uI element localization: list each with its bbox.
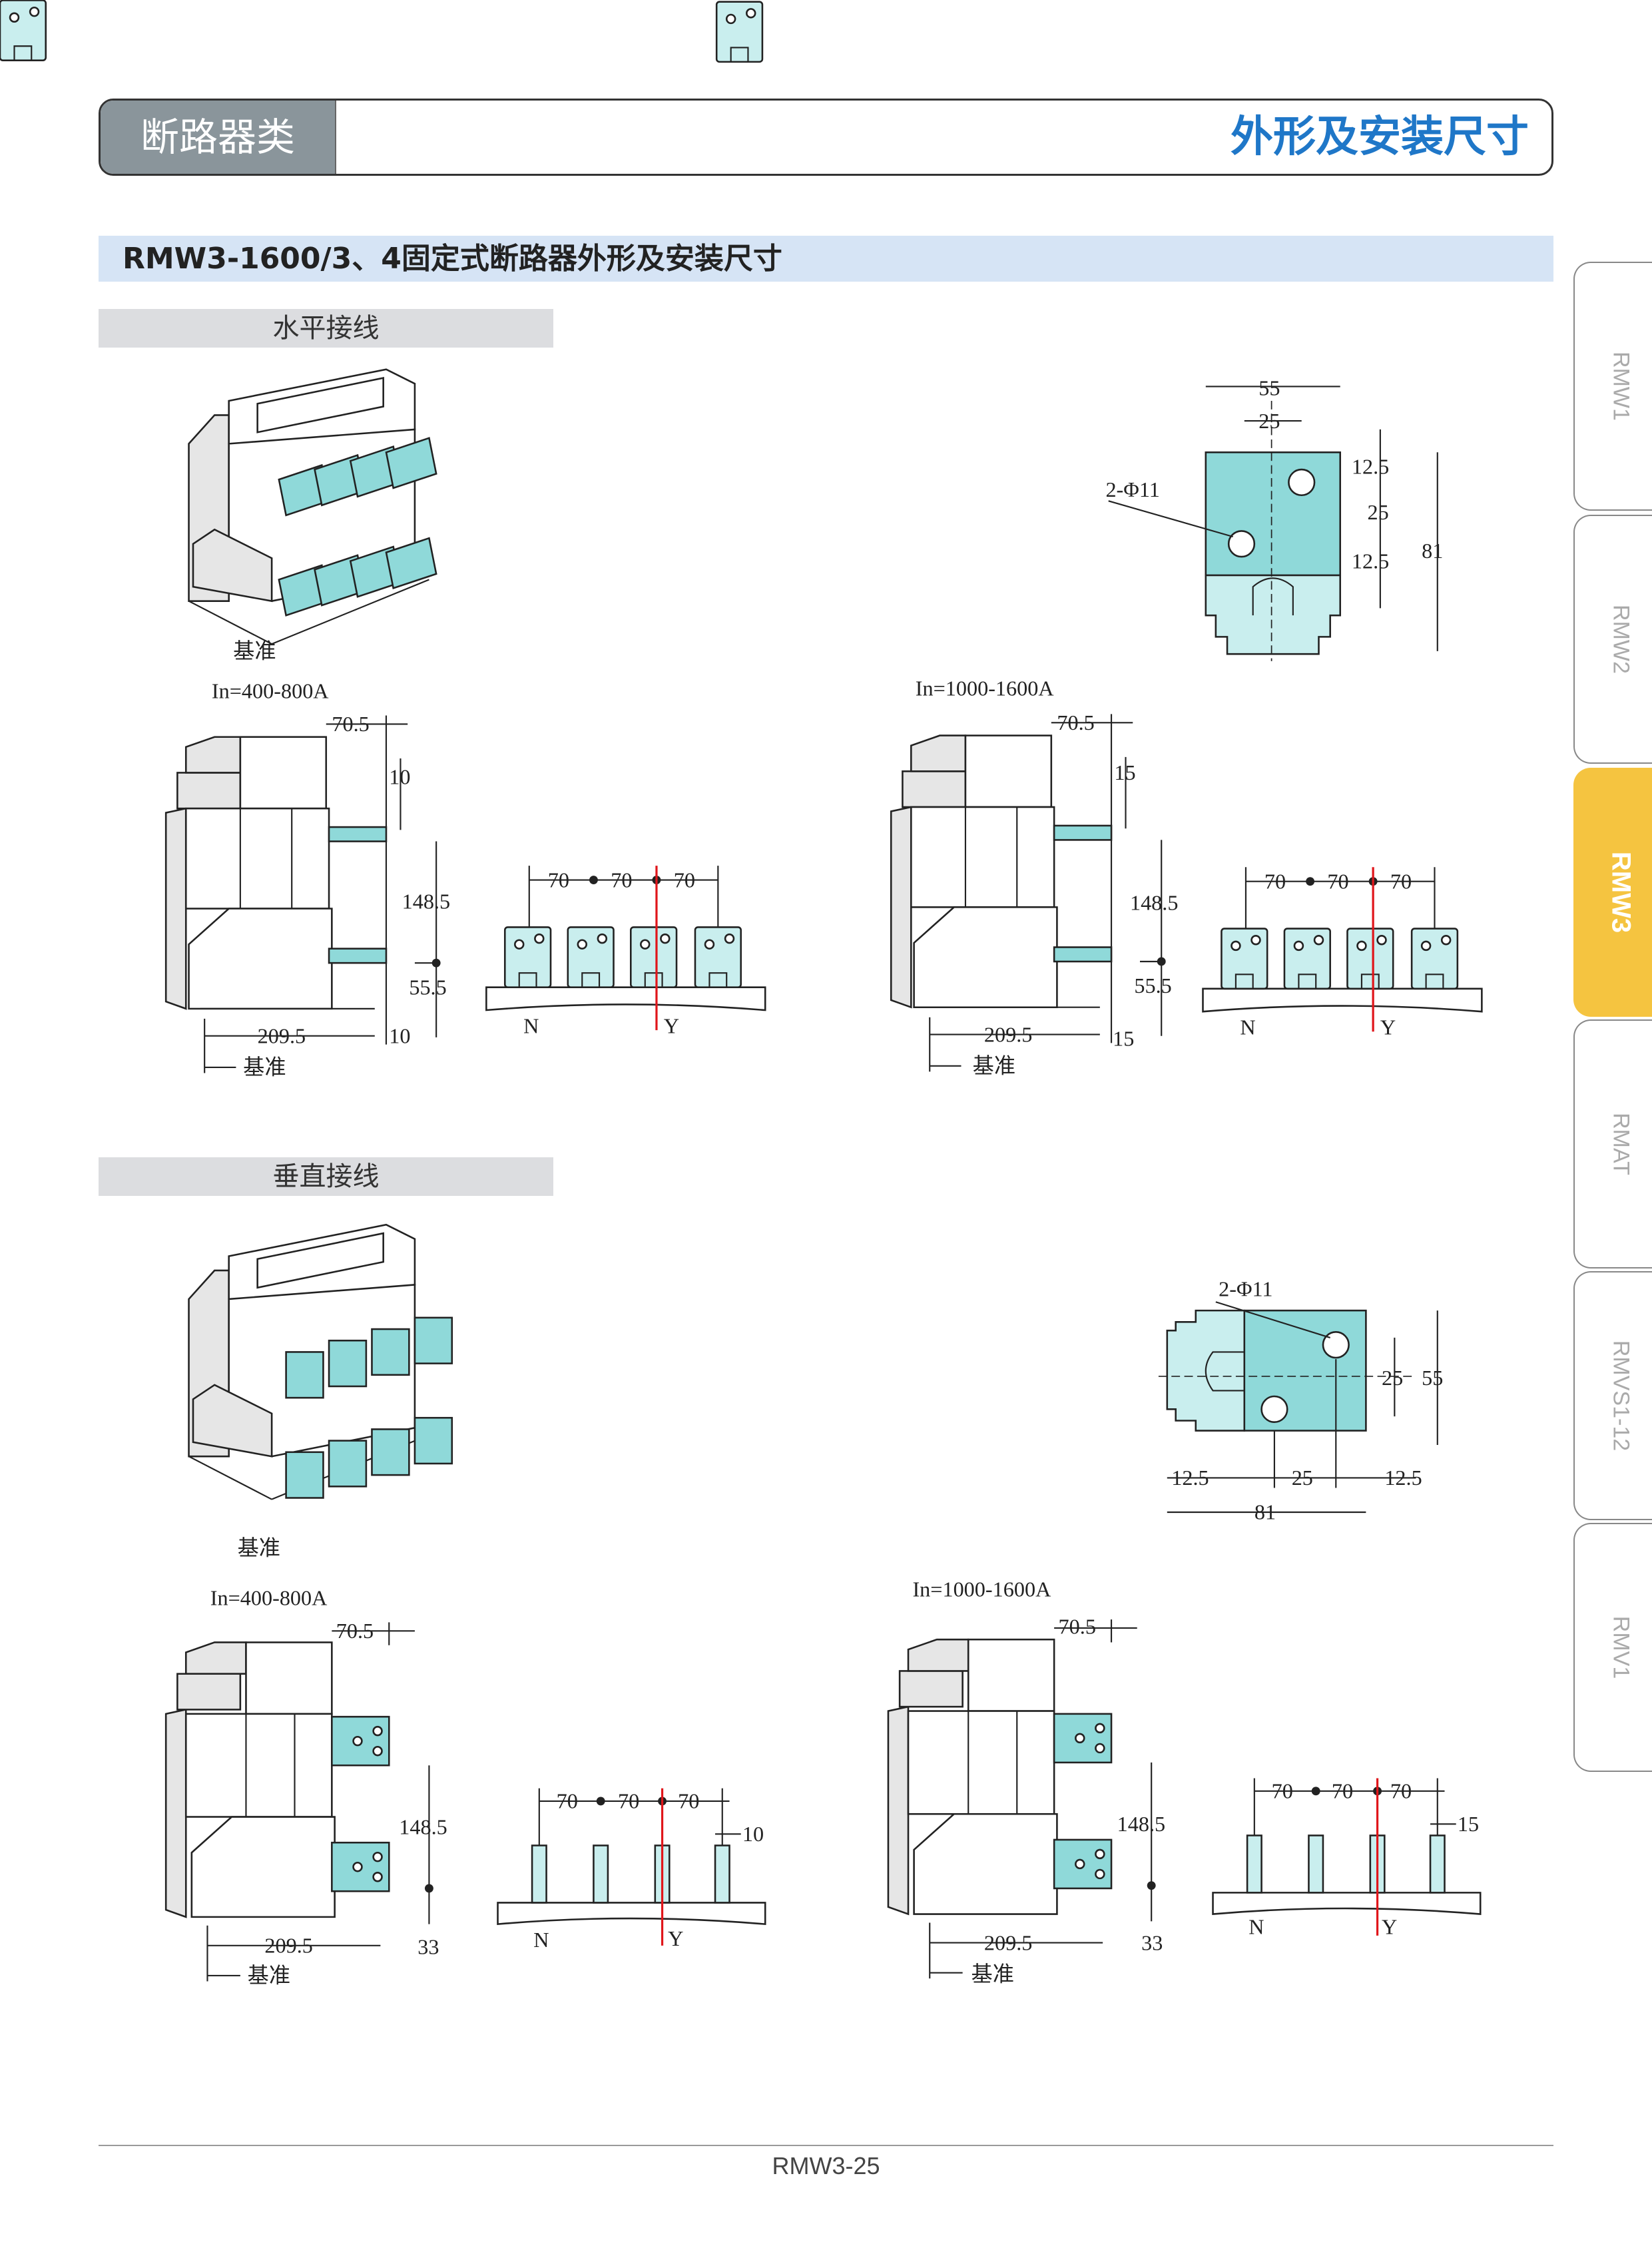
side-tab-rmv1[interactable]: RMV1: [1573, 1523, 1652, 1772]
footer-divider: [99, 2145, 1553, 2146]
range-label: In=400-800A: [212, 679, 329, 703]
dim-55-5: 55.5: [1134, 974, 1171, 997]
side-view-horizontal-400-800: In=400-800A 70.5 10 148.5 55.5 209.5 10 …: [164, 679, 451, 1079]
dim-thickness: 10: [742, 1822, 764, 1846]
side-view-horizontal-1000-1600: In=1000-1600A 70.5 15 148.5 55.5 209.5 1…: [890, 676, 1179, 1078]
dim-top: 10: [389, 765, 410, 789]
dim-bot: 15: [1113, 1027, 1134, 1051]
dim-25-pitch: 25: [1292, 1466, 1313, 1490]
pole-y: Y: [668, 1926, 683, 1950]
dim-209-5: 209.5: [984, 1930, 1033, 1954]
dim-25-mid: 25: [1368, 500, 1389, 524]
dim-148-5: 148.5: [1117, 1812, 1166, 1836]
pole-y: Y: [1380, 1015, 1396, 1039]
datum-label: 基准: [233, 639, 276, 663]
dim-70-5: 70.5: [1059, 1615, 1096, 1639]
breaker-isometric-vertical: 基准: [188, 1223, 453, 1559]
dim-33: 33: [1141, 1930, 1163, 1954]
dim-12-5-bot: 12.5: [1352, 549, 1389, 573]
dim-55-5: 55.5: [409, 975, 446, 999]
range-label: In=1000-1600A: [916, 676, 1055, 700]
page-number: RMW3-25: [772, 2152, 880, 2179]
side-view-vertical-1000-1600: In=1000-1600A 70.5 148.5 209.5 33 基准: [887, 1577, 1166, 1986]
dim-pitch: 70: [1327, 869, 1348, 893]
front-view-horizontal-1000-1600: 70 70 70 N Y: [716, 2, 1482, 1039]
dim-pitch: 70: [674, 868, 695, 892]
dim-12-5-right: 12.5: [1384, 1466, 1422, 1490]
dim-70-5: 70.5: [336, 1619, 374, 1643]
dim-pitch: 70: [611, 868, 632, 892]
section-title: RMW3-1600/3、4固定式断路器外形及安装尺寸: [123, 242, 782, 276]
dim-55: 55: [1422, 1366, 1443, 1390]
pole-n: N: [1240, 1015, 1255, 1039]
dim-209-5: 209.5: [264, 1934, 313, 1958]
dim-holes: 2-Φ11: [1105, 477, 1159, 501]
dim-33: 33: [417, 1935, 439, 1959]
dim-pitch: 70: [1390, 869, 1412, 893]
breaker-isometric-horizontal: 基准: [188, 368, 437, 663]
dim-pitch: 70: [1390, 1779, 1412, 1803]
datum-label: 基准: [973, 1054, 1015, 1078]
datum-label: 基准: [238, 1536, 280, 1559]
dim-pitch: 70: [1332, 1779, 1353, 1803]
dim-81: 81: [1254, 1500, 1276, 1524]
front-view-vertical-1000-1600: 70 70 70 15 N Y: [1211, 1777, 1482, 1939]
front-view-horizontal-400-800: 70 70 70 N Y: [0, 1, 765, 1037]
dim-pitch: 70: [557, 1789, 578, 1813]
section-title-bar: RMW3-1600/3、4固定式断路器外形及安装尺寸: [99, 236, 1553, 282]
dim-top: 15: [1114, 760, 1135, 784]
side-view-vertical-400-800: In=400-800A 70.5 148.5 209.5 33 基准: [164, 1586, 447, 1988]
terminal-detail-vertical: 2-Φ11 25 55 12.5 25 12.5 81: [1158, 1277, 1443, 1524]
dim-25: 25: [1382, 1366, 1403, 1390]
dim-pitch: 70: [618, 1789, 639, 1813]
side-tab-rmvs1-12[interactable]: RMVS1-12: [1573, 1271, 1652, 1520]
datum-label: 基准: [971, 1962, 1014, 1986]
page-header: 断路器类 外形及安装尺寸: [99, 99, 1553, 176]
dim-thickness: 15: [1458, 1812, 1479, 1836]
terminal-detail-horizontal: 55 25 2-Φ11 12.5 25 12.5 81: [1105, 376, 1443, 661]
dim-12-5-left: 12.5: [1171, 1466, 1209, 1490]
side-tab-rmw2[interactable]: RMW2: [1573, 515, 1652, 764]
side-tab-rmw3[interactable]: RMW3: [1573, 768, 1652, 1017]
dim-148-5: 148.5: [1130, 891, 1179, 915]
dim-209-5: 209.5: [984, 1022, 1033, 1046]
dim-25: 25: [1258, 409, 1280, 433]
front-view-vertical-400-800: 70 70 70 10 N Y: [496, 1787, 766, 1952]
dim-55: 55: [1258, 376, 1280, 400]
range-label: In=400-800A: [210, 1586, 328, 1610]
dim-pitch: 70: [1264, 869, 1286, 893]
dim-81: 81: [1422, 539, 1443, 563]
pole-y: Y: [664, 1013, 679, 1037]
side-tab-rmat[interactable]: RMAT: [1573, 1019, 1652, 1268]
side-tab-rmw1[interactable]: RMW1: [1573, 262, 1652, 511]
dim-pitch: 70: [548, 868, 569, 892]
dim-bot: 10: [389, 1023, 410, 1047]
dim-70-5: 70.5: [1057, 710, 1094, 734]
page-title: 外形及安装尺寸: [1231, 113, 1529, 162]
dim-12-5-top: 12.5: [1352, 455, 1389, 479]
datum-label: 基准: [243, 1055, 286, 1079]
pole-n: N: [533, 1928, 549, 1952]
pole-y: Y: [1382, 1915, 1397, 1939]
dim-70-5: 70.5: [332, 712, 369, 736]
pole-n: N: [1248, 1915, 1264, 1939]
range-label: In=1000-1600A: [912, 1577, 1051, 1601]
dim-148-5: 148.5: [402, 890, 451, 914]
dim-148-5: 148.5: [399, 1815, 447, 1838]
subsection-vertical: 垂直接线: [99, 1157, 553, 1196]
pole-n: N: [523, 1013, 539, 1037]
datum-label: 基准: [248, 1964, 290, 1988]
category-label: 断路器类: [101, 101, 336, 174]
dim-pitch: 70: [678, 1789, 699, 1813]
dim-holes: 2-Φ11: [1219, 1277, 1272, 1301]
subsection-horizontal: 水平接线: [99, 309, 553, 348]
dim-pitch: 70: [1272, 1779, 1293, 1803]
dim-209-5: 209.5: [258, 1023, 306, 1047]
